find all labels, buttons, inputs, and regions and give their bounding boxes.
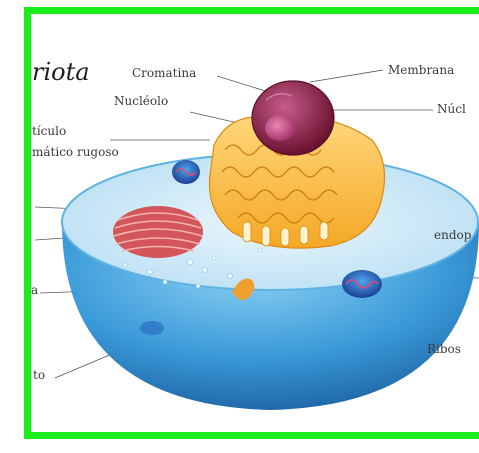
label-reticulo-line2: mático rugoso (32, 146, 119, 159)
diagram-title: riota (32, 58, 90, 86)
label-membrana: Membrana (388, 64, 454, 77)
label-nucleo: Núcl (437, 103, 466, 116)
label-reticulo-line1: tículo (32, 125, 66, 138)
label-left-to: to (33, 369, 45, 382)
label-ribosomas: Ribos (427, 343, 461, 356)
label-endop: endop (434, 229, 471, 242)
label-nucleolo: Nucléolo (114, 95, 168, 108)
label-cromatina: Cromatina (132, 67, 196, 80)
nucleus (252, 81, 334, 155)
label-left-a: a (31, 284, 38, 297)
golgi-apparatus (113, 206, 203, 258)
